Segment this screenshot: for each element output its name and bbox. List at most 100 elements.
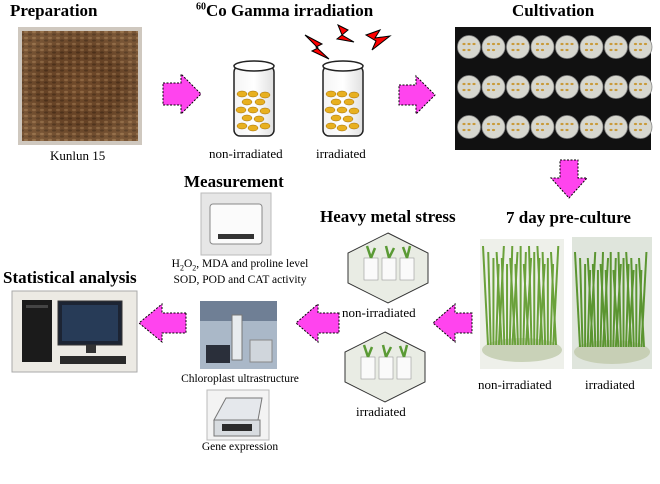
seed [589,82,594,86]
petri-dish [628,75,653,99]
seed [638,82,643,86]
seed [511,88,515,92]
h2o2-h: H [171,258,180,270]
seed [535,88,540,92]
seed [516,122,520,126]
petri-dish [579,115,604,139]
seed [496,122,501,126]
seed [584,88,589,92]
measurement-line-1-rest: , MDA and proline level [196,258,309,270]
seed [516,88,520,92]
seed [609,122,613,126]
petri-dish [555,115,579,139]
seed [467,128,471,132]
seed [540,122,545,126]
seed [491,128,496,132]
seedling-blade [579,257,584,348]
seedling-blade [482,245,489,346]
seed [594,42,599,46]
seed [467,48,471,52]
seed [609,128,613,132]
petri-dish [457,115,481,139]
seed [560,122,564,126]
electron-microscope-photo [200,301,277,369]
seed [491,122,496,126]
petri-dish [555,35,579,59]
measurement-line-1: H2O2, MDA and proline level [150,258,330,274]
seed [511,48,515,52]
seedling-blade [522,251,527,346]
seedling-blade [599,263,607,348]
heading-irradiation-text: Co Gamma irradiation [206,1,374,20]
seed [511,128,515,132]
label-stress-non-irradiated: non-irradiated [342,305,416,320]
vial-irradiated [322,60,364,137]
seed [491,48,496,52]
seed [462,82,466,86]
petri-dish [579,35,604,59]
seedling-blade [528,245,533,346]
petri-dish [604,75,628,99]
seed [638,88,643,92]
seed [462,42,466,46]
seed [565,88,569,92]
petri-dish-tray-photo [455,27,653,150]
seed [540,82,545,86]
seed [584,122,589,126]
heading-cultivation: Cultivation [512,1,595,20]
flow-arrow-5 [138,302,187,344]
seed [589,42,594,46]
seed [560,48,564,52]
seed [472,82,476,86]
seed [472,42,476,46]
heading-preculture: 7 day pre-culture [506,208,631,227]
heading-preparation: Preparation [10,1,98,20]
seed [633,48,638,52]
petri-dish [506,115,530,139]
flow-arrow-1 [162,72,202,116]
seed [511,82,515,86]
seed [584,82,589,86]
seed [486,42,491,46]
seed [638,128,643,132]
seed [491,42,496,46]
petri-dish [481,115,506,139]
h2o2-sub2: 2 [192,263,197,273]
seed [589,88,594,92]
seedling-blade [500,257,506,346]
seed [614,88,618,92]
flow-arrow-down [549,159,589,199]
seedling-blade [495,251,503,346]
seed [614,48,618,52]
seed [643,42,648,46]
seed [565,48,569,52]
seed [535,48,540,52]
seed [467,122,471,126]
seedling-blade [599,251,604,348]
seed [589,122,594,126]
heading-heavy-metal: Heavy metal stress [320,207,456,226]
seed [486,82,491,86]
seedling-blade [586,257,594,348]
petri-dish [628,115,653,139]
vial-non-irradiated [233,60,275,137]
heading-measurement: Measurement [184,172,284,191]
seed [535,128,540,132]
seed [467,82,471,86]
seedling-beaker-photo-left [480,239,564,369]
seed [609,88,613,92]
seed [589,128,594,132]
flow-arrow-2 [398,74,436,116]
h2o2-o: O [183,258,193,270]
seed [545,42,550,46]
seed [535,82,540,86]
heading-irradiation: 60Co Gamma irradiation [196,1,373,21]
seed [535,122,540,126]
seed [614,128,618,132]
seed [511,122,515,126]
seedling-blade [550,251,557,346]
seed [486,48,491,52]
seed [565,122,569,126]
seed [545,122,550,126]
seed [594,82,599,86]
